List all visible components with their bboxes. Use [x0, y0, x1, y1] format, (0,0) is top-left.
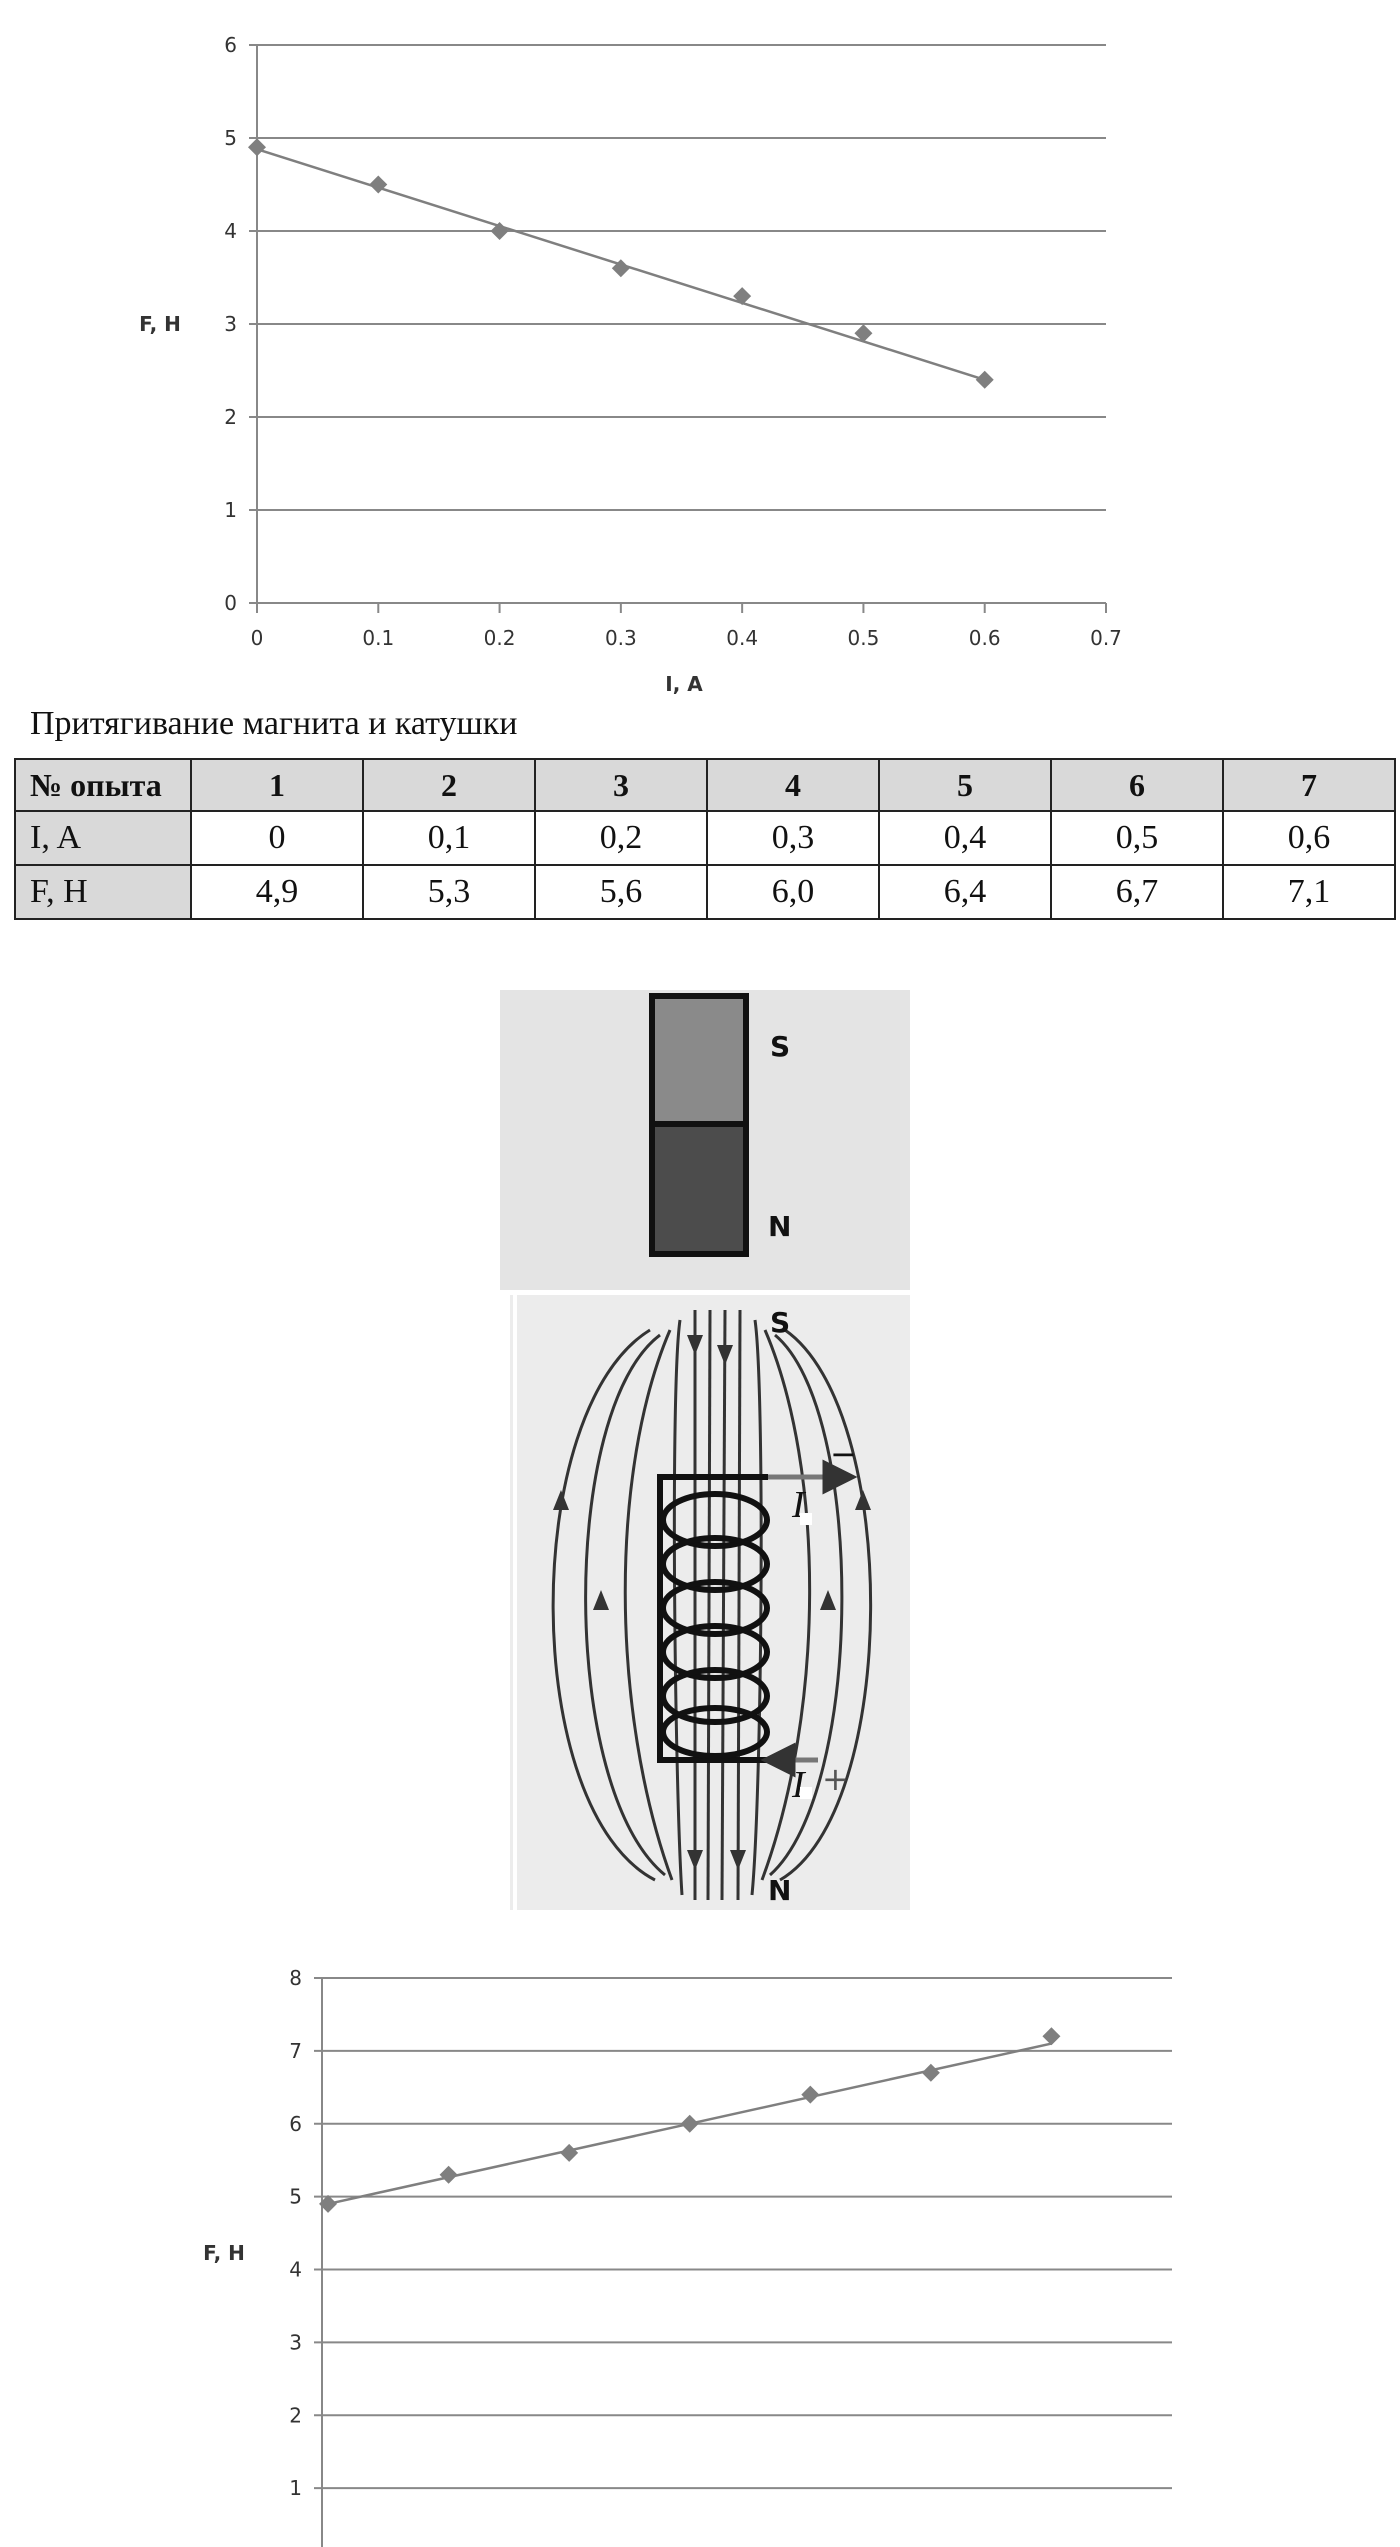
coil-n-label: N — [768, 1874, 791, 1907]
magnet-south-pole — [649, 993, 749, 1127]
table-cell: 6,0 — [706, 864, 880, 920]
y-tick-label: 5 — [289, 2185, 302, 2209]
table-header-cell: 3 — [534, 758, 708, 812]
table-cell: 0,5 — [1050, 810, 1224, 866]
table-header-cell: 1 — [190, 758, 364, 812]
table-cell: 5,6 — [534, 864, 708, 920]
table-cell: 0,1 — [362, 810, 536, 866]
y-tick-label: 4 — [289, 2258, 302, 2282]
table-cell: 6,4 — [878, 864, 1052, 920]
table-row-header: I, A — [14, 810, 192, 866]
x-tick-label: 0.4 — [726, 626, 758, 650]
table-header-cell: 2 — [362, 758, 536, 812]
coil-s-label: S — [770, 1306, 790, 1339]
x-tick-label: 0.1 — [362, 626, 394, 650]
data-point — [1042, 2027, 1061, 2046]
magnet-n-label: N — [768, 1210, 791, 1243]
table-cell: 0,2 — [534, 810, 708, 866]
table-cell: 5,3 — [362, 864, 536, 920]
data-point — [680, 2114, 699, 2133]
y-tick-label: 6 — [224, 33, 237, 57]
minus-sign: − — [830, 1435, 857, 1473]
table-cell: 0,6 — [1222, 810, 1396, 866]
y-tick-label: 4 — [224, 219, 237, 243]
x-tick-label: 0.6 — [969, 626, 1001, 650]
y-tick-label: 3 — [289, 2330, 302, 2354]
x-axis-label: I, A — [665, 672, 703, 696]
table-header-cell: 5 — [878, 758, 1052, 812]
chart-force-vs-current-1: 0 1 2 3 4 5 6 0 0.1 0.2 0.3 0.4 0.5 0.6 0.7 F, H I, A — [139, 33, 1122, 696]
x-tick-label: 0.7 — [1090, 626, 1122, 650]
table-cell: 6,7 — [1050, 864, 1224, 920]
current-label-bottom: I — [791, 1764, 807, 1806]
y-tick-label: 2 — [224, 405, 237, 429]
data-point — [369, 175, 388, 194]
y-tick-label: 0 — [224, 591, 237, 615]
x-tick-label: 0.5 — [848, 626, 880, 650]
table-caption: Притягивание магнита и катушки — [30, 705, 518, 742]
y-tick-label: 5 — [224, 126, 237, 150]
y-tick-label: 1 — [289, 2476, 302, 2500]
table-cell: 0,4 — [878, 810, 1052, 866]
table-header-cell: 6 — [1050, 758, 1224, 812]
y-tick-label: 7 — [289, 2039, 302, 2063]
magnet-north-pole — [649, 1121, 749, 1257]
y-axis-label: F, H — [139, 312, 181, 336]
data-point — [248, 138, 266, 157]
x-tick-label: 0.3 — [605, 626, 637, 650]
data-point — [439, 2165, 458, 2184]
x-tick-label: 0.2 — [484, 626, 516, 650]
data-point — [611, 259, 630, 278]
table-row-header: F, H — [14, 864, 192, 920]
y-tick-label: 1 — [224, 498, 237, 522]
y-axis-label: F, H — [203, 2241, 245, 2265]
table-cell: 7,1 — [1222, 864, 1396, 920]
coil — [657, 1474, 770, 1763]
chart-force-vs-current-2: 012345678 F, H — [203, 1966, 1172, 2547]
magnet-s-label: S — [770, 1030, 790, 1063]
data-point — [560, 2143, 579, 2162]
table-header-cell: 4 — [706, 758, 880, 812]
data-point — [921, 2063, 940, 2082]
y-tick-label: 6 — [289, 2112, 302, 2136]
table-cell: 0,3 — [706, 810, 880, 866]
data-point — [490, 222, 509, 240]
y-tick-label: 2 — [289, 2403, 302, 2427]
x-tick-label: 0 — [251, 626, 264, 650]
data-point — [733, 287, 752, 306]
y-tick-label: 3 — [224, 312, 237, 336]
table-cell: 0 — [190, 810, 364, 866]
data-point — [854, 324, 873, 343]
data-point — [319, 2194, 338, 2213]
y-tick-label: 8 — [289, 1966, 302, 1990]
table-cell: 4,9 — [190, 864, 364, 920]
table-header-cell: № опыта — [14, 758, 192, 812]
data-point — [801, 2085, 820, 2104]
plus-sign: + — [822, 1760, 849, 1798]
magnet-coil-diagram: S N I I − + — [500, 990, 910, 1910]
table-header-cell: 7 — [1222, 758, 1396, 812]
data-point — [975, 370, 994, 389]
field-arrows — [553, 1335, 871, 1870]
field-lines — [551, 1309, 873, 1901]
